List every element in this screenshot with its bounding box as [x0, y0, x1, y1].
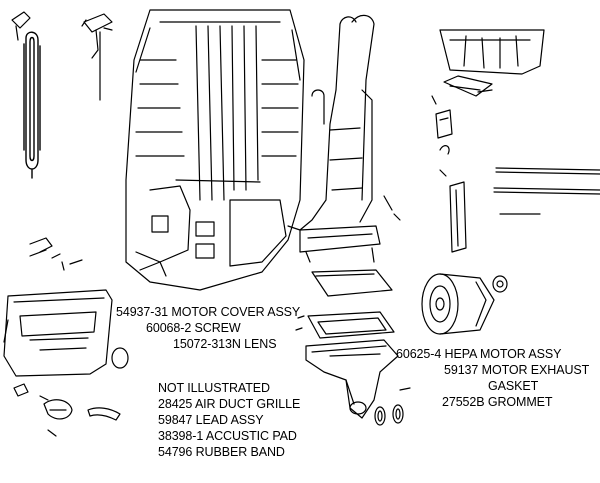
- small-clip-part: [29, 237, 83, 271]
- rear-housing-part: [439, 29, 545, 97]
- caption-line: NOT ILLUSTRATED: [158, 381, 270, 395]
- caption-line: 60068-2 SCREW: [146, 321, 241, 335]
- nozzle-housing-part: [305, 339, 399, 419]
- caption-line: 38398-1 ACCUSTIC PAD: [158, 429, 297, 443]
- caption-line: 28425 AIR DUCT GRILLE: [158, 397, 301, 411]
- caption-line: 15072-313N LENS: [173, 337, 277, 351]
- caption-line: 59137 MOTOR EXHAUST: [444, 363, 590, 377]
- air-duct-part: [13, 383, 121, 437]
- switch-bracket-part: [81, 13, 113, 101]
- caption-line: 54796 RUBBER BAND: [158, 445, 285, 459]
- caption-line: 60625-4 HEPA MOTOR ASSY: [396, 347, 562, 361]
- hepa-motor-caption: 60625-4 HEPA MOTOR ASSY 59137 MOTOR EXHA…: [396, 346, 589, 410]
- hepa-motor-part: [421, 273, 508, 335]
- lead-tube-part: [449, 181, 467, 253]
- cord-clip-part: [11, 11, 31, 41]
- power-cord-part: [23, 31, 41, 179]
- caption-line: GASKET: [488, 379, 539, 393]
- screw-part: [295, 315, 411, 391]
- bumper-housing-part: [3, 289, 129, 377]
- filter-plate-part: [311, 269, 393, 297]
- rod-part: [493, 167, 600, 215]
- caption-line: 27552B GROMMET: [442, 395, 553, 409]
- caption-line: 54937-31 MOTOR COVER ASSY: [116, 305, 301, 319]
- caption-line: 59847 LEAD ASSY: [158, 413, 264, 427]
- filter-frame-part: [307, 311, 395, 339]
- grommet-part: [374, 404, 404, 426]
- handle-body-part: [287, 14, 401, 263]
- motor-cover-housing-part: [125, 9, 305, 291]
- motor-cover-caption: 54937-31 MOTOR COVER ASSY 60068-2 SCREW …: [116, 304, 300, 352]
- not-illustrated-caption: NOT ILLUSTRATED 28425 AIR DUCT GRILLE 59…: [158, 380, 300, 460]
- switch-part: [431, 89, 493, 177]
